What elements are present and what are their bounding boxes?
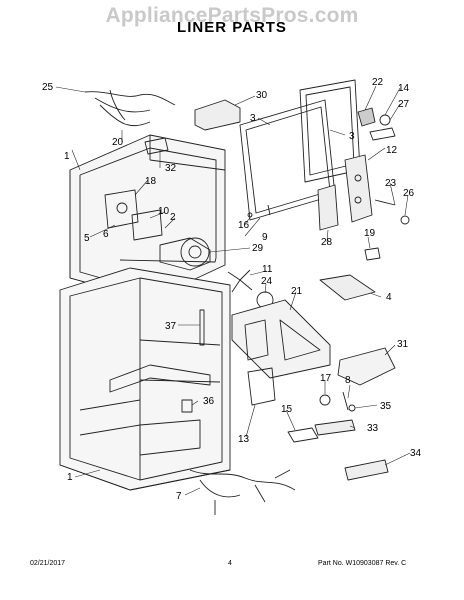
callout-7: 7 xyxy=(176,491,182,502)
callout-16: 16 xyxy=(238,220,250,231)
callout-8: 8 xyxy=(345,375,351,386)
label-34 xyxy=(344,459,389,481)
callout-23: 23 xyxy=(385,178,397,189)
callout-34: 34 xyxy=(410,448,422,459)
callout-14: 14 xyxy=(398,83,410,94)
callout-3-right: 3 xyxy=(349,131,355,142)
callout-15: 15 xyxy=(281,404,293,415)
callout-21: 21 xyxy=(291,286,303,297)
callout-24: 24 xyxy=(261,276,273,287)
footer-part-number: Part No. W10903087 Rev. C xyxy=(318,560,407,567)
callout-19: 19 xyxy=(364,228,376,239)
harness-25 xyxy=(84,89,176,126)
callout-29: 29 xyxy=(252,243,264,254)
footer-page-number: 4 xyxy=(228,560,232,567)
callout-18: 18 xyxy=(145,176,157,187)
callout-12: 12 xyxy=(386,145,398,156)
callout-9: 9 xyxy=(262,232,268,243)
callout-6: 6 xyxy=(103,229,109,240)
callout-32: 32 xyxy=(165,163,177,174)
callout-22: 22 xyxy=(372,77,384,88)
fan-29 xyxy=(159,237,211,271)
callout-1-lower: 1 xyxy=(67,472,73,483)
cover-21 xyxy=(231,299,331,379)
lower-liner xyxy=(59,267,231,491)
callout-13: 13 xyxy=(238,434,250,445)
door-frame xyxy=(239,79,361,221)
housing-12 xyxy=(344,154,373,223)
callout-27: 27 xyxy=(398,99,410,110)
cover-30 xyxy=(194,99,241,131)
callout-4: 4 xyxy=(386,292,392,303)
callout-1-upper: 1 xyxy=(64,151,70,162)
footer-date: 02/21/2017 xyxy=(30,560,66,567)
callout-30: 30 xyxy=(256,90,268,101)
rail-4 xyxy=(319,274,376,301)
callout-25: 25 xyxy=(42,82,54,93)
callout-35: 35 xyxy=(380,401,392,412)
part-33 xyxy=(314,419,356,436)
callout-3-left: 3 xyxy=(250,113,256,124)
part-13 xyxy=(247,367,276,406)
callout-11: 11 xyxy=(262,264,273,275)
part-31 xyxy=(337,347,396,386)
callout-26: 26 xyxy=(403,188,415,199)
callout-5: 5 xyxy=(84,233,90,244)
callout-28: 28 xyxy=(321,237,333,248)
callout-2: 2 xyxy=(170,212,176,223)
diagram-title: LINER PARTS xyxy=(177,19,287,36)
callout-36: 36 xyxy=(203,396,215,407)
fan-blade-11 xyxy=(227,269,253,293)
callout-20: 20 xyxy=(112,137,124,148)
callout-33: 33 xyxy=(367,423,379,434)
callout-37: 37 xyxy=(165,321,177,332)
harness-7 xyxy=(189,469,296,515)
duct-28 xyxy=(317,184,339,231)
callout-31: 31 xyxy=(397,339,409,350)
callout-17: 17 xyxy=(320,373,332,384)
control-18 xyxy=(104,189,139,229)
watermark: AppliancePartsPros.com xyxy=(105,4,359,27)
callout-10: 10 xyxy=(158,206,170,217)
